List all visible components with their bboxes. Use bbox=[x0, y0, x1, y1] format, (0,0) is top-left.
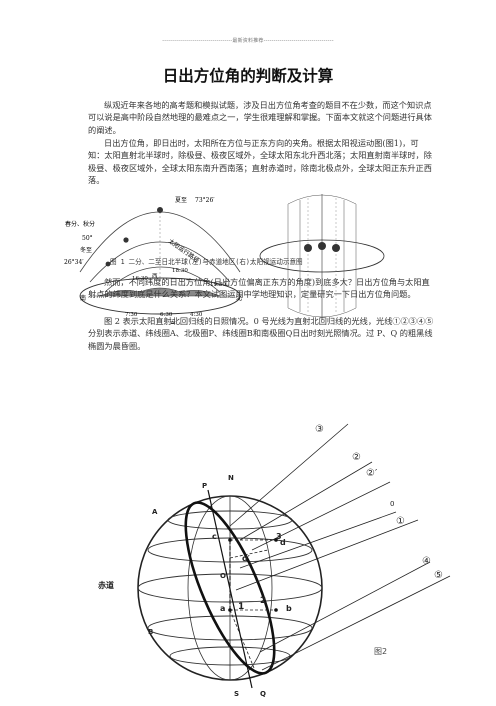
south-label: 南 bbox=[80, 294, 86, 302]
winter-label: 冬至 bbox=[80, 246, 92, 254]
west-label: 西 bbox=[152, 273, 158, 280]
point-a-small-label: a bbox=[220, 604, 226, 613]
page-header: -----------------------------------最新资料推… bbox=[162, 38, 334, 44]
sun-icon bbox=[318, 242, 326, 250]
point-p-label: P bbox=[202, 482, 208, 490]
paragraph-figure2-desc: 图 2 表示太阳直射北回归线的日照情况。0 号光线为直射北回归线的光线，光线①②… bbox=[88, 316, 434, 351]
figure-2: ③ ② ②′ 0 ① ④ ⑤ P N A B O S Q c d d′ a b … bbox=[90, 420, 460, 702]
point-b-label: B bbox=[148, 628, 154, 636]
point-a-label: A bbox=[152, 508, 158, 516]
sun-icon bbox=[123, 237, 129, 243]
ray-label-0: 0 bbox=[390, 500, 395, 508]
ray-label-3: ③ bbox=[315, 424, 324, 435]
point-b-small-label: b bbox=[286, 604, 292, 613]
page-title: 日出方位角的判断及计算 bbox=[162, 67, 334, 85]
time-label: 6:30 bbox=[160, 312, 173, 318]
right-sun-path-diagram bbox=[259, 194, 385, 320]
angle-3-label: 3 bbox=[276, 532, 282, 541]
sun-icon bbox=[157, 207, 163, 213]
point-n-label: N bbox=[228, 474, 234, 482]
sun-icon bbox=[332, 244, 340, 252]
figure-1: 夏至 73°26′ 春分、秋分 50° 冬至 26°34′ 太阳运行路径 16:… bbox=[60, 192, 390, 328]
angle-1-label: 1 bbox=[238, 602, 245, 612]
angle-2-label: 2 bbox=[260, 596, 267, 606]
paragraph-question: 然而，不同纬度的日出方位角(日出方位偏离正东方的角度)到底多大？日出方位角与太阳… bbox=[88, 277, 430, 300]
ray-label-1: ① bbox=[396, 516, 405, 527]
ray-label-2: ② bbox=[352, 452, 361, 463]
sun-icon bbox=[105, 261, 111, 267]
point-o-label: O bbox=[220, 572, 226, 580]
point-c-label: c bbox=[212, 532, 217, 541]
ray-label-4: ④ bbox=[422, 556, 431, 567]
figure-2-diagram bbox=[137, 423, 451, 689]
time-label: 16:30 bbox=[132, 276, 148, 282]
ray-label-5: ⑤ bbox=[434, 570, 443, 581]
figure-1-caption: 图 1 二分、二至日北半球(左)与赤道地区(右)太阳视运动示意图 bbox=[110, 258, 303, 266]
terminator-circle bbox=[184, 501, 276, 675]
summer-angle: 73°26′ bbox=[195, 197, 215, 204]
winter-angle: 26°34′ bbox=[64, 259, 84, 266]
sun-icon bbox=[304, 244, 312, 252]
time-label: 7:30 bbox=[125, 312, 138, 318]
time-label: 19:30 bbox=[210, 282, 226, 288]
paragraph-definition: 日出方位角，即日出时，太阳所在方位与正东方向的夹角。根据太阳视运动图(图1)，可… bbox=[88, 138, 432, 186]
equinox-angle: 50° bbox=[82, 235, 93, 242]
summer-label: 夏至 bbox=[175, 197, 187, 204]
figure-1-diagram: 夏至 73°26′ 春分、秋分 50° 冬至 26°34′ 太阳运行路径 16:… bbox=[64, 194, 385, 328]
equinox-label: 春分、秋分 bbox=[65, 220, 95, 228]
paragraph-intro: 纵观近年来各地的高考题和模拟试题，涉及日出方位角考查的题目不在少数，而这个知识点… bbox=[88, 100, 432, 135]
point-q-label: Q bbox=[260, 690, 266, 698]
north-label: 北 bbox=[236, 294, 242, 302]
figure-2-caption: 图2 bbox=[374, 647, 388, 656]
equator-label: 赤道 bbox=[98, 581, 114, 590]
time-label: 4:30 bbox=[190, 312, 203, 318]
point-s-label: S bbox=[234, 690, 240, 698]
time-label: 18:30 bbox=[172, 268, 188, 274]
point-d-prime-label: d′ bbox=[242, 554, 250, 563]
ray-label-2-prime: ②′ bbox=[366, 468, 378, 479]
point-d-label: d bbox=[280, 538, 286, 547]
